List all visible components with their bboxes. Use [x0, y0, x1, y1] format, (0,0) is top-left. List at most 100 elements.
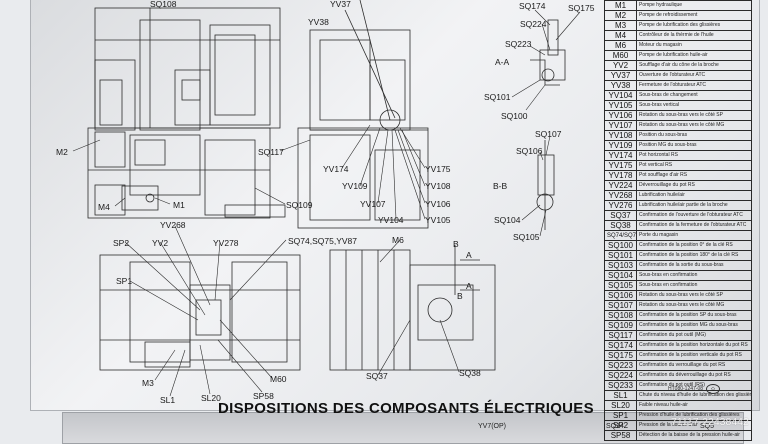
legend-description: Pot vertical RS	[636, 160, 752, 171]
legend-code: SQ107	[604, 300, 637, 311]
legend-description: Sous-bras de changement	[636, 90, 752, 101]
legend-code: YV107	[604, 120, 637, 131]
legend-code: M1	[604, 0, 637, 11]
legend-code: YV105	[604, 100, 637, 111]
drawing-reference: HT080-1247-08	[668, 386, 704, 392]
callout-label: SQ108	[150, 0, 177, 9]
legend-description: Détection de la baisse de la pression hu…	[636, 430, 752, 441]
legend-description: Rotation du sous-bras vers le côté MG	[636, 300, 752, 311]
callout-label: SQ105	[513, 232, 540, 242]
callout-label: YV2	[152, 238, 169, 248]
legend-code: SL20	[604, 400, 637, 411]
legend-code: YV276	[604, 200, 637, 211]
legend-description: Position MG du sous-bras	[636, 140, 752, 151]
legend-code: SQ108	[604, 310, 637, 321]
legend-code: M60	[604, 50, 637, 61]
legend-code: SQ233	[604, 380, 637, 391]
legend-description: Sous-bras en confirmation	[636, 270, 752, 281]
callout-label: M6	[392, 235, 404, 245]
schematic-drawing	[72, 0, 581, 397]
legend-description: Pompe de lubrification des glissières	[636, 20, 752, 31]
legend-code: SL1	[604, 390, 637, 401]
leader-lines	[72, 9, 581, 397]
legend-description: Sous-bras vertical	[636, 100, 752, 111]
callout-label: SQ38	[459, 368, 481, 378]
callout-label: M60	[270, 374, 287, 384]
legend-description: Confirmation du pot outil (MG)	[636, 330, 752, 341]
callout-label: YV175	[425, 164, 451, 174]
legend-code: M2	[604, 10, 637, 21]
machine-lower-side-view	[329, 245, 496, 371]
page-title: DISPOSITIONS DES COMPOSANTS ÉLECTRIQUES	[218, 400, 594, 417]
callout-label: SQ74,SQ75,YV87	[288, 236, 357, 246]
callout-label: YV37	[330, 0, 351, 9]
legend-description: Confirmation de la position 0° de la clé…	[636, 240, 752, 251]
callout-label: SQ175	[568, 3, 595, 13]
legend-description: Rotation du sous-bras vers le côté MG	[636, 120, 752, 131]
legend-code: M4	[604, 30, 637, 41]
callout-label: A	[466, 250, 472, 260]
legend-code: YV174	[604, 150, 637, 161]
legend-code: YV37	[604, 70, 637, 81]
legend-description: Pompe de refroidissement	[636, 10, 752, 21]
legend-code: SP1	[604, 410, 637, 421]
callout-label: M3	[142, 378, 154, 388]
legend-code: M3	[604, 20, 637, 31]
legend-description: Fermeture de l'obturateur ATC	[636, 80, 752, 91]
legend-description: Sous-bras en confirmation	[636, 280, 752, 291]
legend-description: Pot soufflage d'air RS	[636, 170, 752, 181]
callout-label: M1	[173, 200, 185, 210]
next-plate-label-1: YV7(OP)	[478, 423, 507, 430]
callout-label: SQ104	[494, 215, 521, 225]
legend-description: Pompe hydraulique	[636, 0, 752, 11]
callout-label: SQ107	[535, 129, 562, 139]
callout-label: SQ37	[366, 371, 388, 381]
legend-code: SQ38	[604, 220, 637, 231]
legend-description: Confirmation de la sortie du sous-bras	[636, 260, 752, 271]
callout-label: SL1	[160, 395, 176, 405]
callout-label: SP2	[113, 238, 130, 248]
manufacturer-logo: ◇	[706, 384, 720, 394]
callout-label: B	[453, 239, 459, 249]
legend-description: Confirmation du déverrouillage du pot RS	[636, 370, 752, 381]
callout-label: SL20	[201, 393, 221, 403]
callout-label: SQ109	[286, 200, 313, 210]
callout-label: SQ174	[519, 1, 546, 11]
legend-description: Lubrification huile/air partie de la bro…	[636, 200, 752, 211]
callout-label: YV108	[425, 181, 451, 191]
legend-code: SQ105	[604, 280, 637, 291]
callout-label: SQ224	[520, 19, 547, 29]
legend-code: YV175	[604, 160, 637, 171]
legend-code: SQ101	[604, 250, 637, 261]
legend-description: Confirmation de la position MG du sous-b…	[636, 320, 752, 331]
legend-description: Ouverture de l'obturateur ATC	[636, 70, 752, 81]
callout-label: YV109	[342, 181, 368, 191]
legend-code: SQ74/SQ75/YV87	[604, 230, 637, 241]
legend-code: YV106	[604, 110, 637, 121]
legend-code: YV224	[604, 180, 637, 191]
callout-label: M2	[56, 147, 68, 157]
callout-label: YV278	[213, 238, 239, 248]
